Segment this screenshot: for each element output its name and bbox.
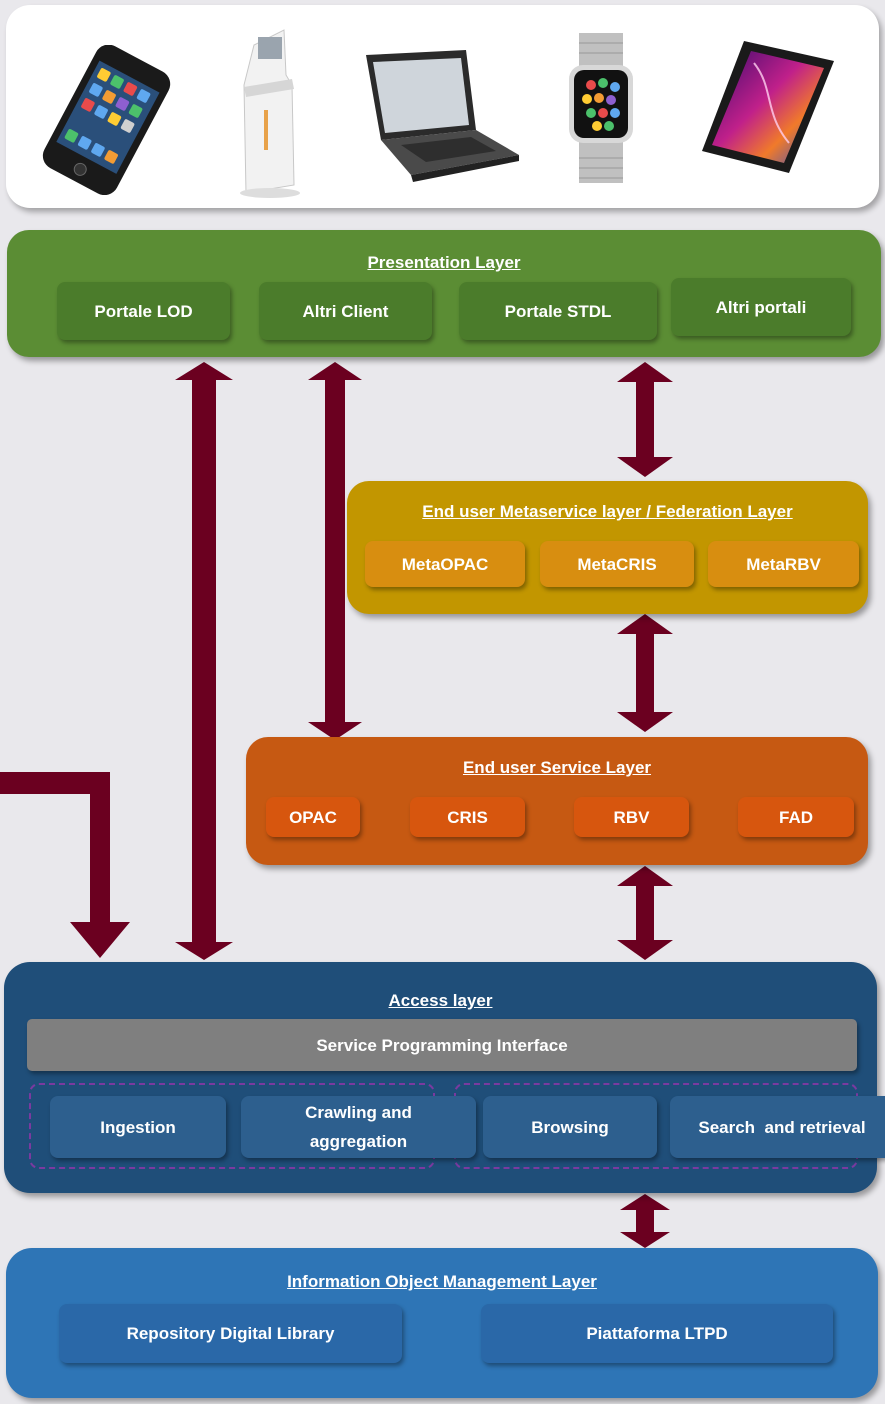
repository-digital-library-box: Repository Digital Library — [59, 1304, 402, 1363]
smartwatch-image — [569, 33, 633, 183]
portale-stdl-box: Portale STDL — [459, 282, 657, 340]
search-retrieval-box: Search and retrieval — [670, 1096, 885, 1158]
browsing-box: Browsing — [483, 1096, 657, 1158]
altri-portali-box: Altri portali — [671, 278, 851, 336]
opac-box: OPAC — [266, 797, 360, 837]
fad-box: FAD — [738, 797, 854, 837]
iom-layer: Information Object Management Layer Repo… — [6, 1248, 878, 1398]
presentation-layer: Presentation Layer Portale LOD Altri Cli… — [7, 230, 881, 357]
iom-layer-title: Information Object Management Layer — [287, 1272, 597, 1291]
double-arrow-presentation-access — [175, 362, 233, 960]
service-layer-title: End user Service Layer — [462, 758, 652, 777]
service-programming-interface-bar: Service Programming Interface — [27, 1019, 857, 1071]
ingestion-box: Ingestion — [50, 1096, 226, 1158]
smartphone-image — [42, 45, 171, 195]
access-layer: Access layer Service Programming Interfa… — [4, 962, 885, 1193]
rbv-box: RBV — [574, 797, 689, 837]
cris-box: CRIS — [410, 797, 525, 837]
access-layer-title: Access layer — [388, 991, 493, 1010]
presentation-layer-title: Presentation Layer — [367, 253, 521, 272]
metaservice-layer: End user Metaservice layer / Federation … — [347, 481, 868, 614]
double-arrow-access-iom — [620, 1194, 670, 1248]
altri-client-box: Altri Client — [259, 282, 432, 340]
double-arrow-metaservice-service — [617, 614, 673, 732]
laptop-image — [366, 50, 519, 182]
double-arrow-presentation-metaservice — [617, 362, 673, 477]
kiosk-image — [240, 29, 300, 198]
metarbv-box: MetaRBV — [708, 541, 859, 587]
metaopac-box: MetaOPAC — [365, 541, 525, 587]
tablet-image — [702, 41, 834, 173]
portale-lod-box: Portale LOD — [57, 282, 230, 340]
metaservice-layer-title: End user Metaservice layer / Federation … — [422, 502, 793, 521]
devices-panel — [6, 5, 879, 208]
bent-arrow — [0, 772, 130, 958]
service-layer: End user Service Layer OPAC CRIS RBV FAD — [246, 737, 868, 865]
double-arrow-service-access — [617, 866, 673, 960]
metacris-box: MetaCRIS — [540, 541, 694, 587]
piattaforma-ltpd-box: Piattaforma LTPD — [481, 1304, 833, 1363]
crawling-aggregation-box: Crawling and aggregation — [241, 1096, 476, 1158]
